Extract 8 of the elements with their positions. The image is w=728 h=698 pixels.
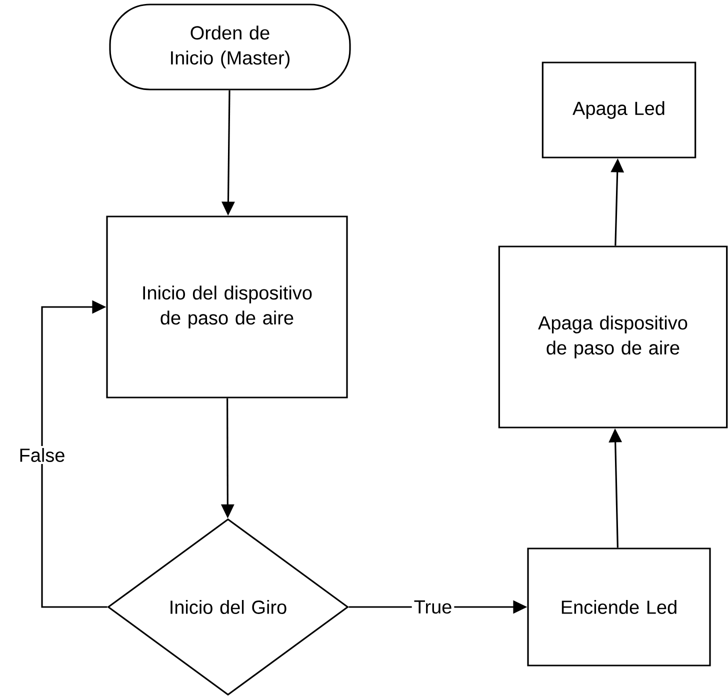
process-box: Inicio del dispositivo de paso de aire (106, 216, 348, 398)
start-terminal: Orden de Inicio (Master) (109, 4, 351, 90)
process-box: Apaga Led (542, 62, 696, 158)
process-box: Enciende Led (527, 548, 711, 666)
process-box: Apaga dispositivo de paso de aire (498, 246, 728, 428)
arrow (41, 300, 108, 608)
edge-label: True (412, 598, 454, 616)
edge-label: False (16, 446, 68, 464)
